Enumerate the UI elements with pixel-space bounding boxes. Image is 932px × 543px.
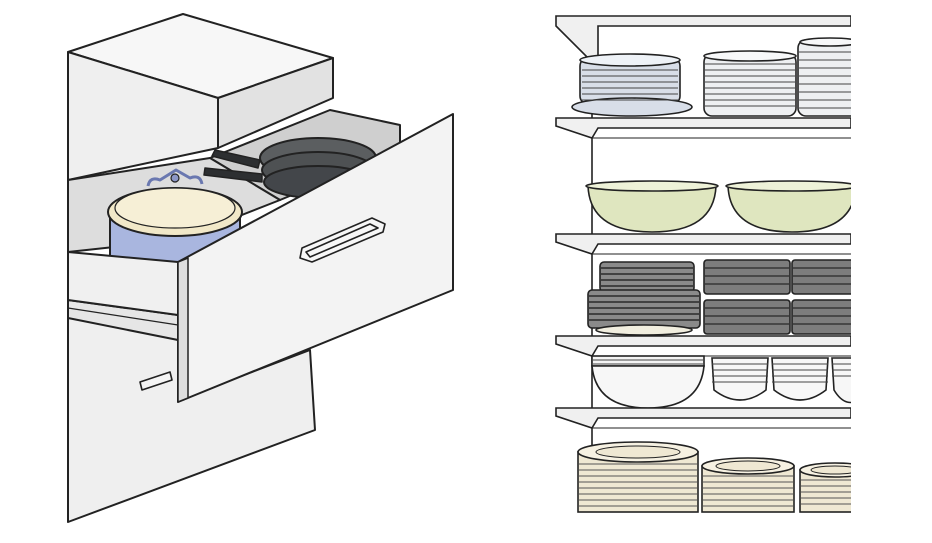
- dinner-plate-stack-icon: [703, 50, 797, 117]
- dark-plate-stack-icon: [587, 261, 701, 336]
- serving-bowl-icon: [591, 355, 705, 409]
- lower-drawer-handle: [139, 371, 173, 391]
- beige-plate-stack-icon: [799, 462, 851, 513]
- small-bowl-stack-icon: [711, 357, 851, 404]
- beige-plate-stack-icon: [577, 441, 699, 513]
- shelving-panel: [555, 15, 851, 513]
- mixing-bowl-icon: [725, 180, 851, 233]
- drawer-panel: [67, 13, 454, 523]
- beige-plate-stack-icon: [701, 457, 795, 513]
- shelf-2: [555, 233, 851, 255]
- drawer-front-edge: [177, 257, 189, 403]
- shelf-1: [555, 117, 851, 139]
- shelf-3: [555, 335, 851, 357]
- drawer-handle[interactable]: [299, 217, 386, 263]
- dinner-plate-stack-icon: [571, 53, 693, 117]
- mixing-bowl-icon: [585, 180, 719, 233]
- cabinet-side: [217, 57, 334, 149]
- shelf-top: [555, 15, 851, 70]
- shelf-4: [555, 407, 851, 429]
- baking-dish-stack-icon: [703, 259, 851, 335]
- dinner-plate-stack-icon: [797, 37, 851, 117]
